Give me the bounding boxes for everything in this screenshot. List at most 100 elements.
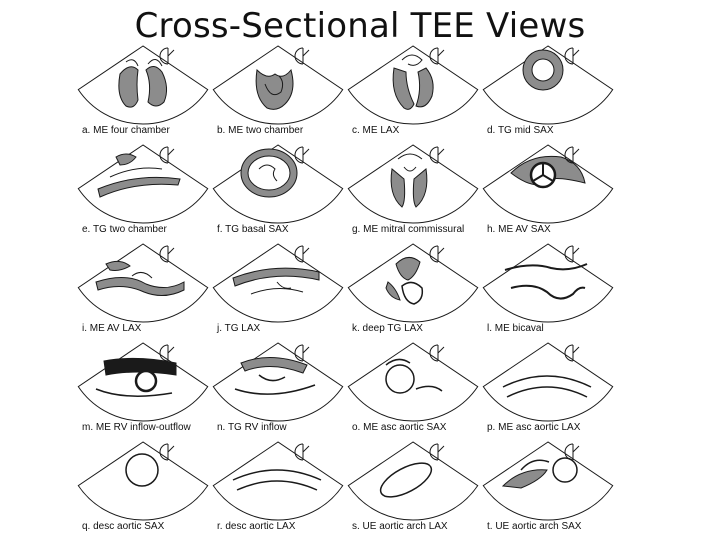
orientation-arc xyxy=(159,443,169,461)
page-title: Cross-Sectional TEE Views xyxy=(134,6,586,46)
view-label: p. ME asc aortic LAX xyxy=(487,422,581,433)
orientation-needle xyxy=(167,247,175,255)
view-label: n. TG RV inflow xyxy=(217,422,287,433)
sector-group xyxy=(347,243,479,323)
view-panel: a. ME four chamber xyxy=(76,44,211,143)
vessel-outlines xyxy=(385,358,443,392)
orientation-icon xyxy=(429,344,445,362)
orientation-arc xyxy=(294,443,304,461)
aortic-outline xyxy=(401,281,424,305)
ascending-aorta-circle xyxy=(385,364,415,394)
sector-diagram xyxy=(347,342,479,422)
sector-group xyxy=(482,342,614,422)
orientation-needle xyxy=(302,445,310,453)
sector-group xyxy=(482,243,614,323)
view-panel: d. TG mid SAX xyxy=(481,44,616,143)
view-panel: c. ME LAX xyxy=(346,44,481,143)
orientation-needle xyxy=(437,247,445,255)
view-panel: e. TG two chamber xyxy=(76,143,211,242)
orientation-arc xyxy=(429,443,439,461)
aortic-root-band xyxy=(95,277,185,296)
sector-diagram xyxy=(212,144,344,224)
sector-outline xyxy=(212,342,344,422)
lateral-tissue xyxy=(385,281,401,301)
sector-group xyxy=(482,441,614,521)
view-panel: b. ME two chamber xyxy=(211,44,346,143)
valve-line xyxy=(131,272,153,279)
orientation-arc xyxy=(429,344,439,362)
sector-diagram xyxy=(482,441,614,521)
orientation-needle xyxy=(302,346,310,354)
sector-diagram xyxy=(77,243,209,323)
view-label: f. TG basal SAX xyxy=(217,224,289,235)
sector-group xyxy=(212,441,344,521)
orientation-icon xyxy=(429,47,445,65)
sector-diagram xyxy=(482,144,614,224)
orientation-needle xyxy=(167,49,175,57)
orientation-needle xyxy=(437,346,445,354)
orientation-icon xyxy=(159,344,175,362)
sector-diagram xyxy=(212,441,344,521)
orientation-arc xyxy=(564,344,574,362)
rv-inflow-line xyxy=(95,388,173,397)
arch-tissue xyxy=(501,469,548,489)
apex-tissue xyxy=(115,153,137,166)
view-panel: i. ME AV LAX xyxy=(76,242,211,341)
descending-aorta-circle xyxy=(125,453,159,487)
atrial-septum xyxy=(510,284,586,300)
sector-group xyxy=(482,45,614,125)
view-label: j. TG LAX xyxy=(217,323,261,334)
apex-tissue xyxy=(395,257,421,281)
sector-outline xyxy=(482,243,614,323)
orientation-needle xyxy=(572,148,580,156)
sector-diagram xyxy=(77,45,209,125)
lv-cavity xyxy=(264,75,284,96)
anatomy-group xyxy=(234,356,316,395)
orientation-arc xyxy=(159,344,169,362)
lvot-outline xyxy=(250,281,304,295)
orientation-arc xyxy=(429,47,439,65)
sector-diagram xyxy=(212,342,344,422)
orientation-needle xyxy=(572,247,580,255)
view-label: r. desc aortic LAX xyxy=(217,521,296,532)
anatomy-group xyxy=(510,155,586,189)
view-label: q. desc aortic SAX xyxy=(82,521,165,532)
view-label: l. ME bicaval xyxy=(487,323,544,334)
lv-wall xyxy=(255,68,294,110)
view-panel: p. ME asc aortic LAX xyxy=(481,341,616,440)
view-panel: f. TG basal SAX xyxy=(211,143,346,242)
view-panel: t. UE aortic arch SAX xyxy=(481,440,616,539)
la-wall xyxy=(105,260,131,271)
view-label: o. ME asc aortic SAX xyxy=(352,422,447,433)
sector-diagram xyxy=(482,342,614,422)
view-panel: j. TG LAX xyxy=(211,242,346,341)
view-panel: g. ME mitral commissural xyxy=(346,143,481,242)
sector-group xyxy=(347,342,479,422)
aortic-wall-lower xyxy=(506,386,588,398)
sector-group xyxy=(347,45,479,125)
orientation-arc xyxy=(294,344,304,362)
lv-cavity xyxy=(531,58,555,82)
view-panel: r. desc aortic LAX xyxy=(211,440,346,539)
orientation-icon xyxy=(429,245,445,263)
orientation-icon xyxy=(294,146,310,164)
sector-outline xyxy=(77,45,209,125)
orientation-icon xyxy=(159,443,175,461)
sector-group xyxy=(347,441,479,521)
septum xyxy=(415,67,434,108)
orientation-needle xyxy=(167,445,175,453)
view-panel: l. ME bicaval xyxy=(481,242,616,341)
sector-group xyxy=(77,441,209,521)
anatomy-group xyxy=(255,68,294,110)
orientation-icon xyxy=(294,47,310,65)
orientation-arc xyxy=(429,245,439,263)
orientation-icon xyxy=(564,146,580,164)
anatomy-group xyxy=(97,153,181,198)
inferior-wall-band xyxy=(97,176,181,198)
sector-group xyxy=(482,144,614,224)
orientation-icon xyxy=(159,146,175,164)
orientation-needle xyxy=(302,247,310,255)
view-panel: k. deep TG LAX xyxy=(346,242,481,341)
sector-group xyxy=(212,144,344,224)
orientation-icon xyxy=(294,443,310,461)
